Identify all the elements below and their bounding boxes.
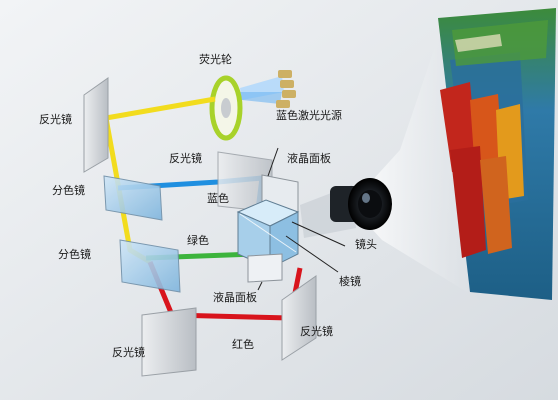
green-label: 绿色 [187, 234, 209, 247]
red-label: 红色 [232, 338, 254, 351]
callout-lines [257, 147, 346, 291]
blue-laser-source [240, 70, 296, 108]
reflector-bottom-right-label: 反光镜 [300, 325, 333, 338]
lens-label: 镜头 [355, 238, 377, 251]
dichroic-mirror-upper [103, 175, 163, 221]
reflector-mid-label: 反光镜 [169, 152, 202, 165]
dichroic-lower-label: 分色镜 [58, 248, 91, 261]
reflector-bottom-right [281, 275, 317, 361]
lcd-panel-top-label: 液晶面板 [287, 152, 331, 165]
phosphor-wheel-label: 荧光轮 [199, 53, 232, 66]
projected-image [438, 8, 556, 300]
dichroic-upper-label: 分色镜 [52, 184, 85, 197]
lcd-panel-bottom [247, 253, 283, 283]
phosphor-wheel [209, 75, 243, 141]
reflector-bottom-left [141, 307, 197, 377]
lcd-panel-bottom-label: 液晶面板 [213, 291, 257, 304]
prism-label: 棱镜 [339, 275, 361, 288]
reflector-top-label: 反光镜 [39, 113, 72, 126]
blue-label: 蓝色 [207, 192, 229, 205]
lens [300, 178, 392, 238]
dichroic-mirror-lower [119, 239, 181, 293]
reflector-top [83, 77, 109, 173]
prism [236, 199, 300, 269]
reflector-bottom-left-label: 反光镜 [112, 346, 145, 359]
blue-laser-source-label: 蓝色激光光源 [276, 109, 342, 122]
